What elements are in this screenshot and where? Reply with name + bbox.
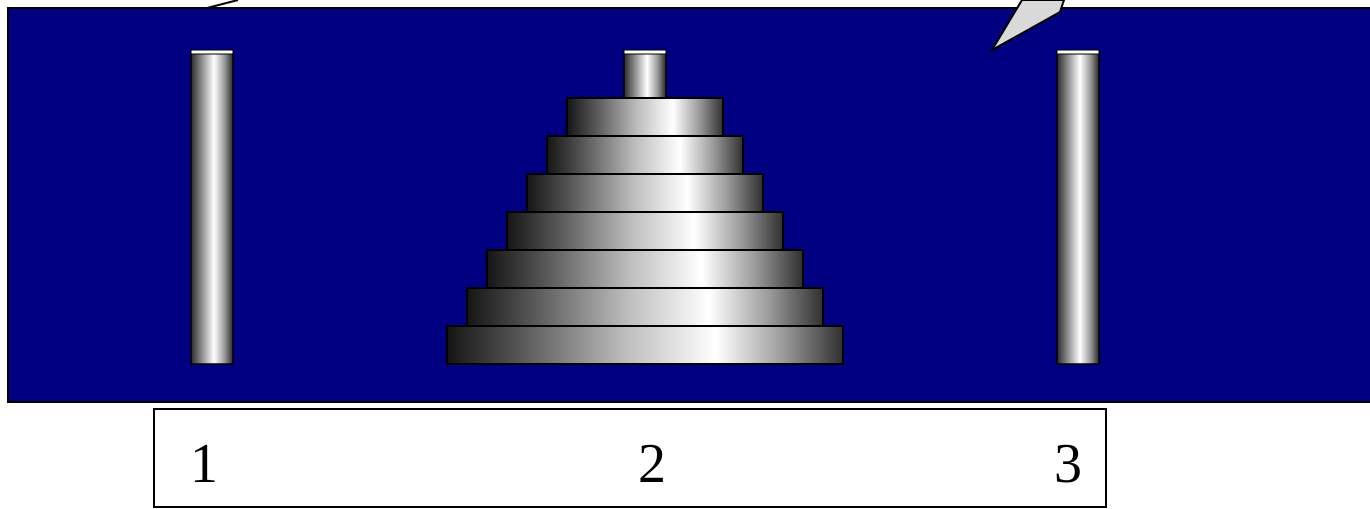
disk-6[interactable]	[467, 288, 823, 326]
disk-5[interactable]	[487, 250, 803, 288]
peg-1-cap	[191, 50, 233, 54]
peg-label-bar	[154, 409, 1106, 507]
peg-3-cap	[1057, 50, 1099, 54]
disk-3[interactable]	[527, 174, 763, 212]
disk-4[interactable]	[507, 212, 783, 250]
disk-1[interactable]	[567, 98, 723, 136]
peg-1[interactable]	[191, 52, 233, 364]
peg-2-cap	[624, 50, 666, 54]
disk-7[interactable]	[447, 326, 843, 364]
peg-label-3: 3	[1054, 433, 1082, 495]
peg-3[interactable]	[1057, 52, 1099, 364]
disk-2[interactable]	[547, 136, 743, 174]
peg-label-1: 1	[190, 433, 218, 495]
peg-label-2: 2	[638, 433, 666, 495]
